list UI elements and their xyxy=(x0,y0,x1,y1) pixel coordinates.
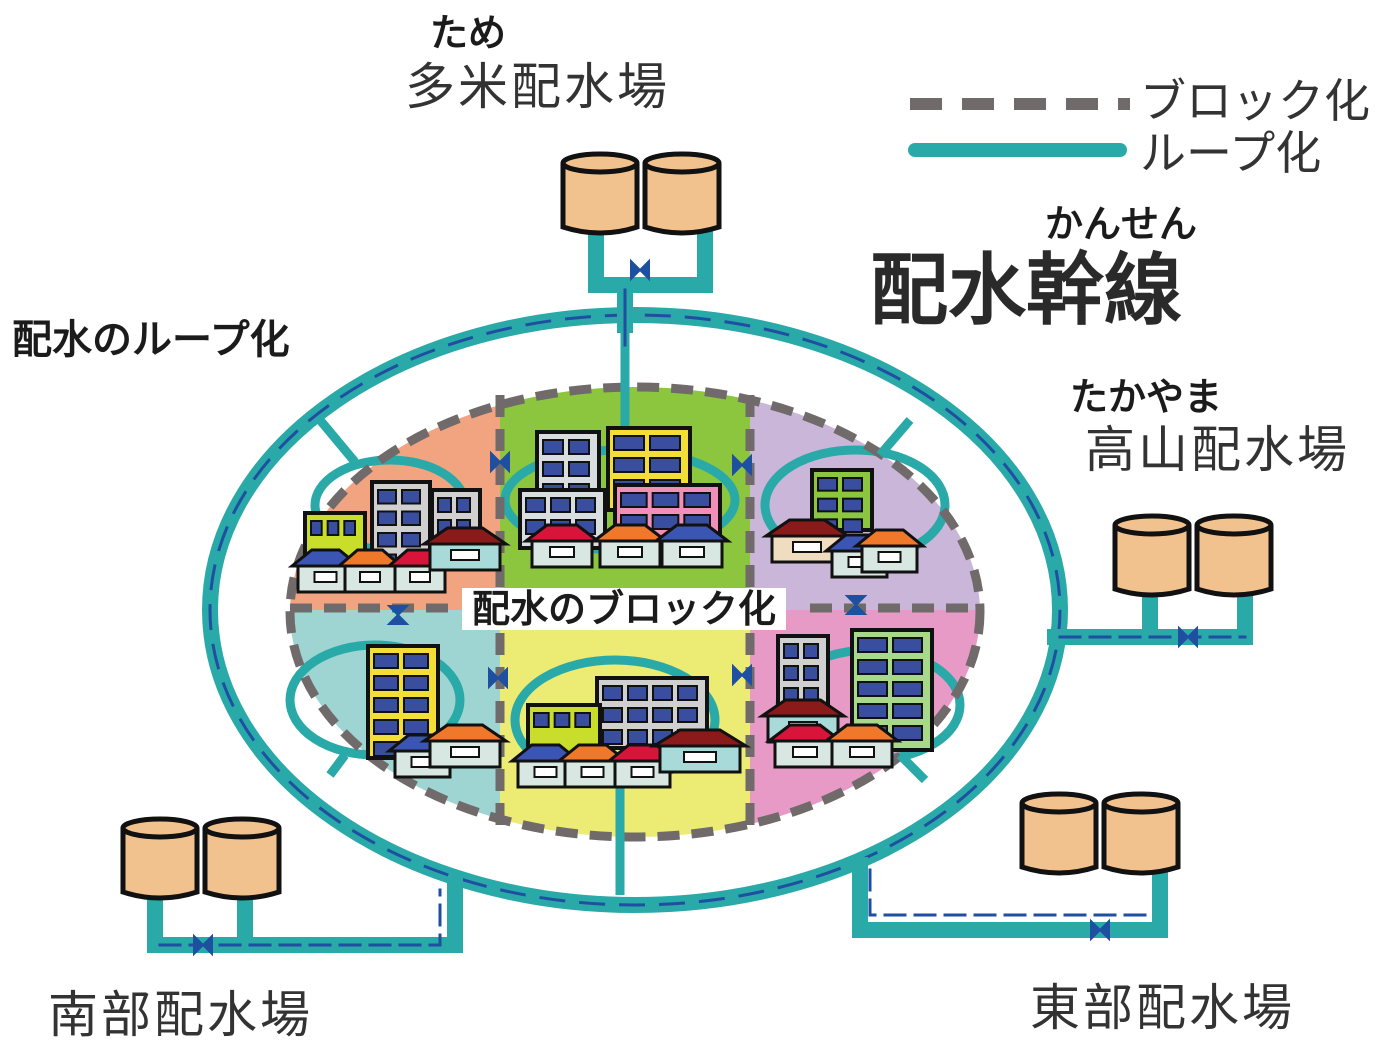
building-icon xyxy=(810,468,874,533)
heading-block: 配水のブロック化 xyxy=(462,588,787,630)
valve-icon xyxy=(732,663,752,687)
station-pipes xyxy=(147,217,1253,953)
station-tame-ruby: ため xyxy=(430,11,507,55)
house-icon xyxy=(761,518,853,564)
legend-loop-label: ループ化 xyxy=(1140,126,1322,180)
valve-icon xyxy=(386,605,410,625)
heading-loop: 配水のループ化 xyxy=(12,317,290,363)
tanks xyxy=(120,151,1274,901)
station-nanbu-label: 南部配水場 xyxy=(48,986,313,1044)
legend-block-label: ブロック化 xyxy=(1140,74,1370,128)
tank-icon xyxy=(120,816,200,901)
house-icon xyxy=(521,523,603,569)
house-icon xyxy=(419,526,511,572)
tank-icon xyxy=(1194,513,1274,598)
house-icon xyxy=(589,523,671,569)
house-icon xyxy=(851,528,928,574)
legend-lines xyxy=(908,98,1130,157)
tank-icon xyxy=(202,816,282,901)
station-tobu-label: 東部配水場 xyxy=(1030,979,1295,1037)
house-icon xyxy=(764,723,846,769)
valve-icon xyxy=(732,453,752,477)
valve-icon xyxy=(490,450,510,474)
house-icon xyxy=(821,723,903,769)
tank-icon xyxy=(560,151,640,236)
trunk-ruby: かんせん xyxy=(1045,202,1198,246)
tank-icon xyxy=(1112,513,1192,598)
trunk-label: 配水幹線 xyxy=(870,246,1183,336)
valves xyxy=(193,258,1198,957)
station-takayama-ruby: たかやま xyxy=(1070,375,1223,419)
house-icon xyxy=(651,523,733,569)
house-icon xyxy=(648,728,752,774)
valve-icon xyxy=(1090,918,1110,942)
house-icon xyxy=(334,548,406,594)
building-icon xyxy=(535,430,601,500)
valve-icon xyxy=(1178,625,1198,649)
building-icon xyxy=(595,676,709,750)
valve-icon xyxy=(630,258,650,282)
valve-icon xyxy=(488,666,508,690)
tank-icon xyxy=(1101,791,1181,876)
station-tame-label: 多米配水場 xyxy=(405,58,670,116)
tank-icon xyxy=(642,151,722,236)
valve-icon xyxy=(844,595,868,615)
trunk-ring xyxy=(202,307,1068,913)
station-takayama-label: 高山配水場 xyxy=(1085,421,1350,479)
house-icon xyxy=(419,723,511,769)
valve-icon xyxy=(193,933,213,957)
building-icon xyxy=(776,634,830,708)
tank-icon xyxy=(1019,791,1099,876)
town xyxy=(287,426,934,789)
